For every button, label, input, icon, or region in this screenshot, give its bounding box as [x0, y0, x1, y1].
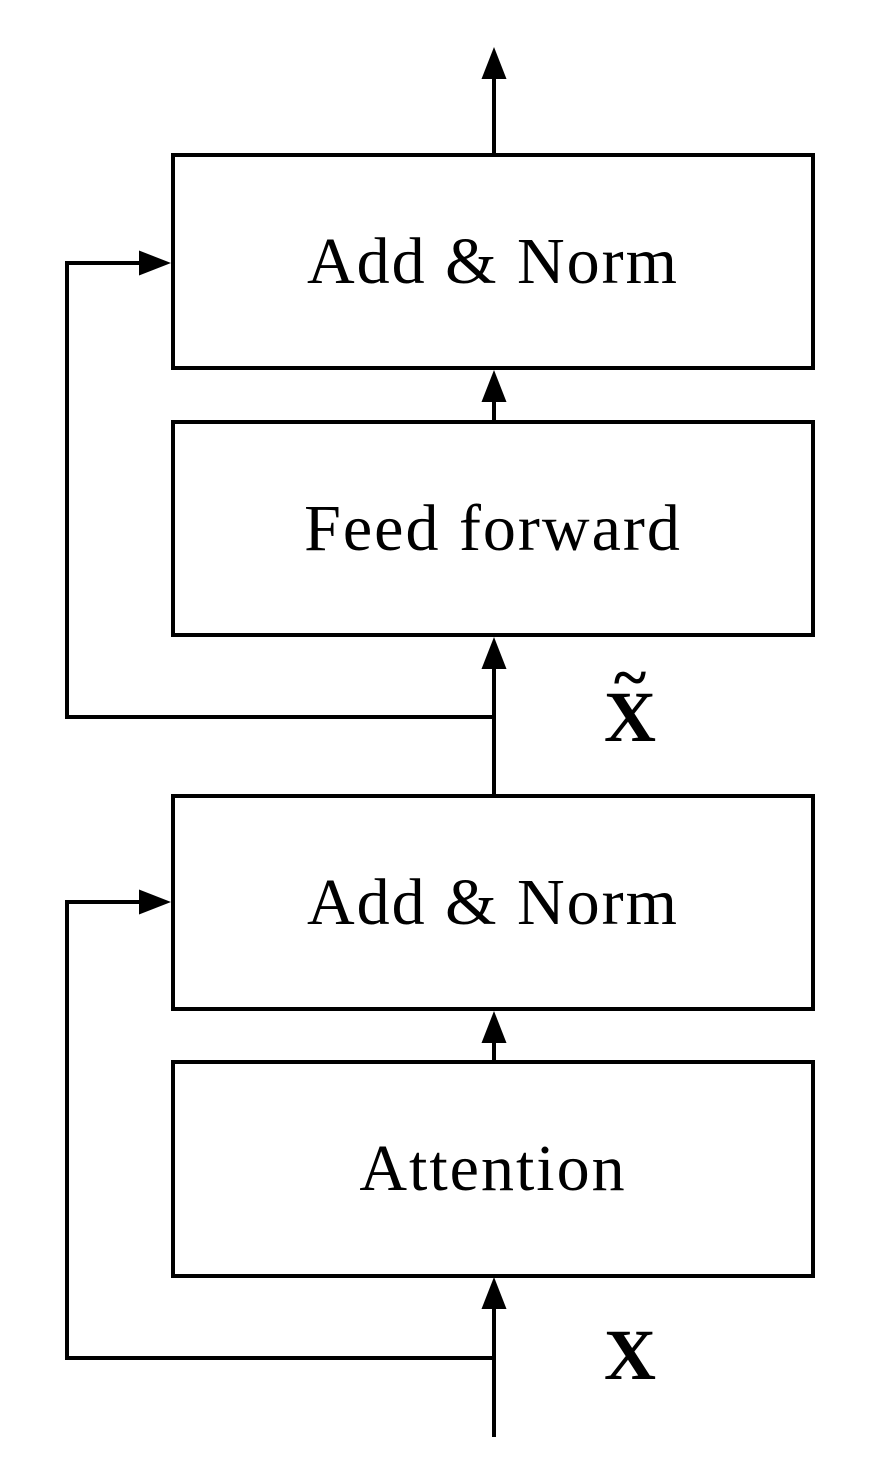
- signal-x-tilde-base: X: [604, 677, 656, 757]
- lower-skip-arrowhead-icon: [139, 889, 171, 915]
- block-feed-forward: Feed forward: [171, 420, 815, 637]
- block-add-norm-top: Add & Norm: [171, 153, 815, 370]
- signal-label-x: X: [595, 1315, 665, 1395]
- signal-label-x-tilde: ~ X: [595, 647, 665, 757]
- signal-x-base: X: [604, 1315, 656, 1395]
- block-add-norm-bottom-label: Add & Norm: [307, 865, 679, 939]
- att-to-addnorm-arrowhead-icon: [481, 1011, 507, 1043]
- input-arrowhead-icon: [481, 1277, 507, 1309]
- lower-skip-line: [65, 900, 494, 1360]
- block-add-norm-bottom: Add & Norm: [171, 794, 815, 1011]
- ff-to-addnorm-arrowhead-icon: [481, 370, 507, 402]
- upper-skip-arrowhead-icon: [139, 250, 171, 276]
- block-attention-label: Attention: [359, 1132, 627, 1205]
- block-add-norm-top-label: Add & Norm: [307, 224, 679, 298]
- xtilde-arrowhead-icon: [481, 637, 507, 669]
- block-attention: Attention: [171, 1060, 815, 1278]
- upper-skip-line: [65, 261, 494, 719]
- output-arrowhead-icon: [481, 47, 507, 79]
- block-feed-forward-label: Feed forward: [304, 491, 682, 565]
